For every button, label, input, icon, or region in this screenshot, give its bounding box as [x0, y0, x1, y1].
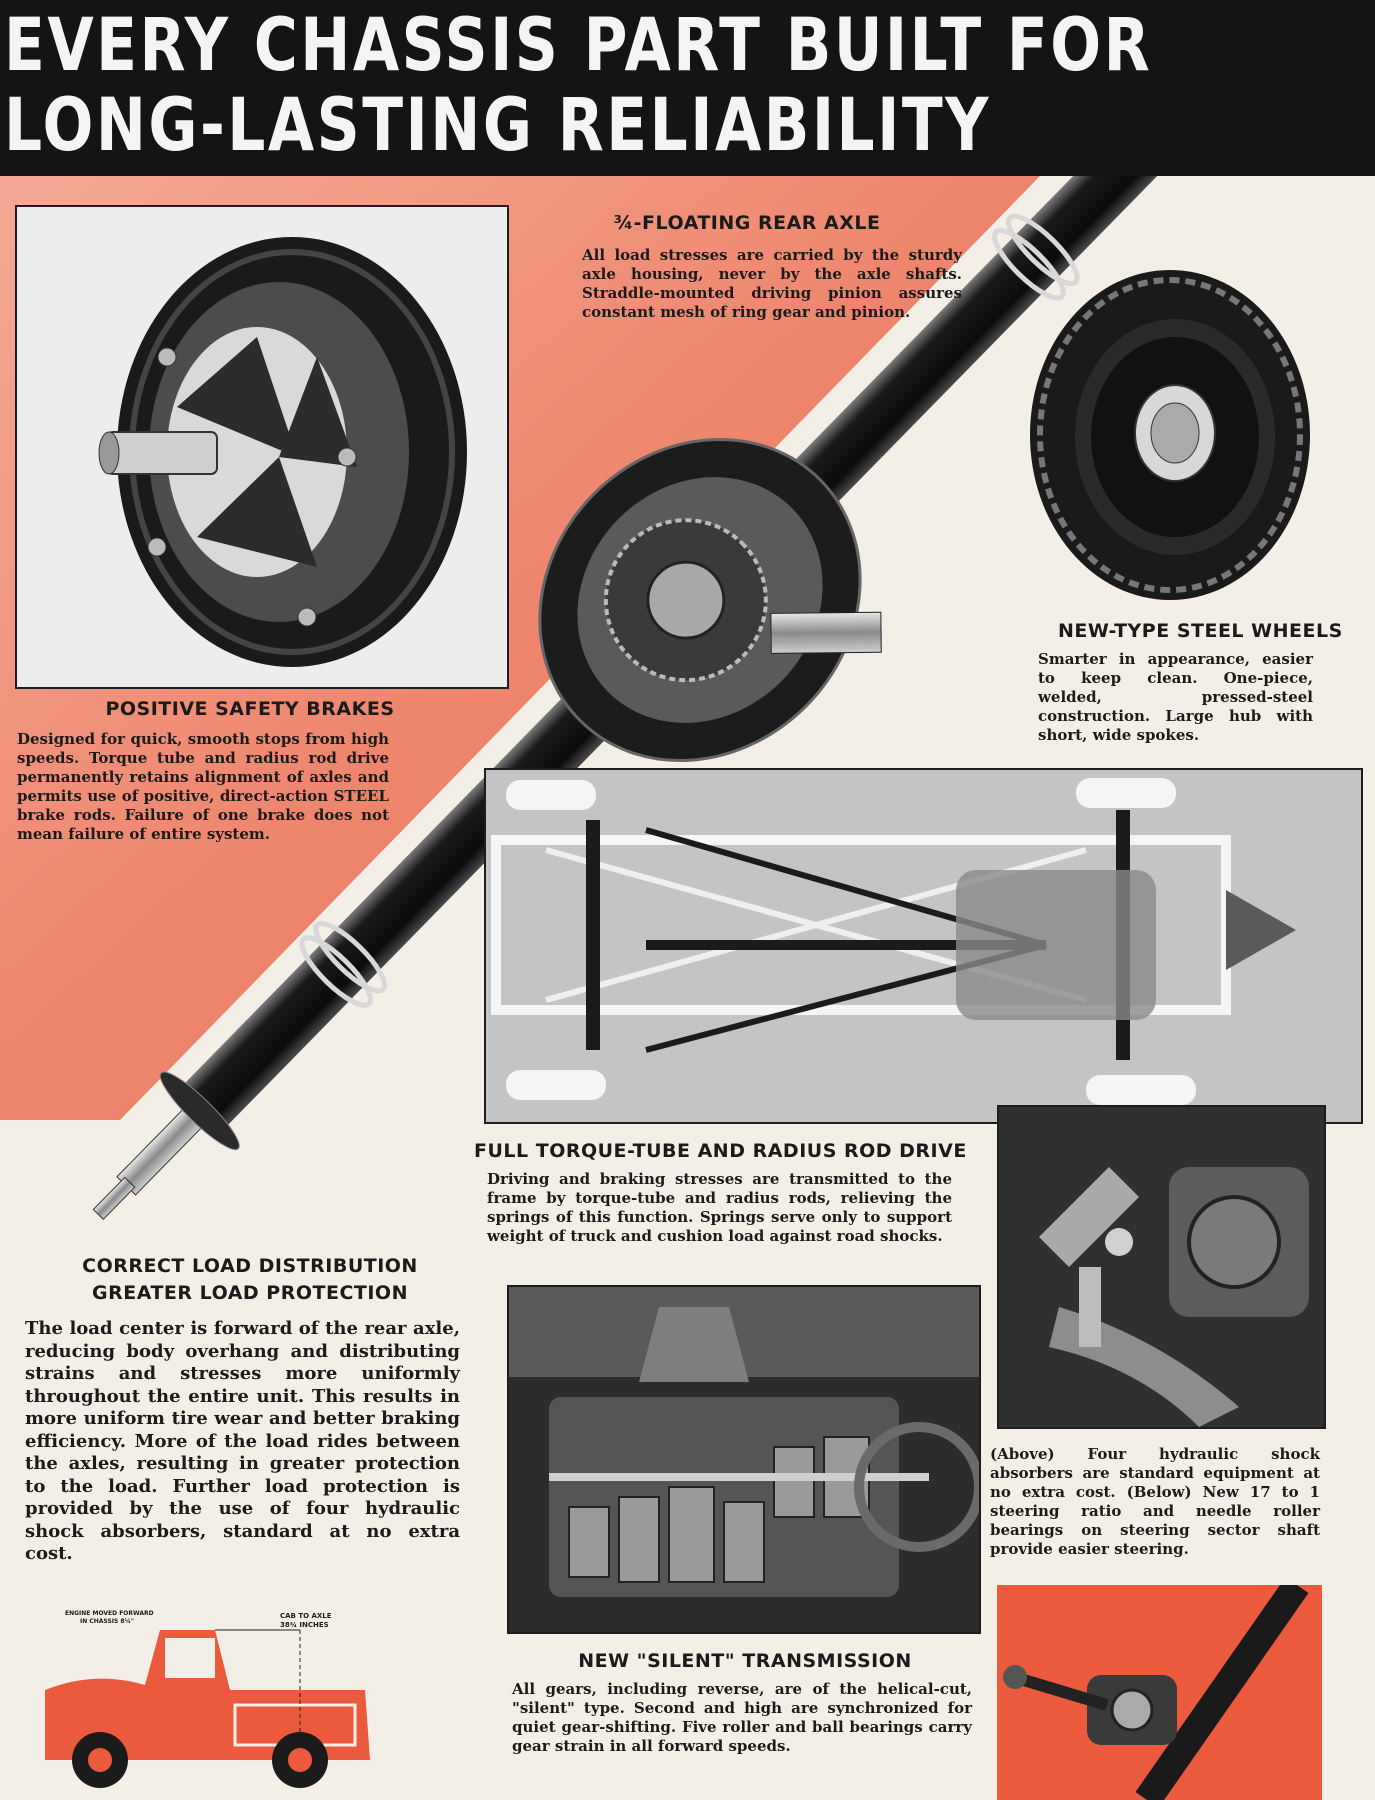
- brake-drum-photo: [15, 205, 509, 689]
- rear-axle-illustration: [92, 0, 1290, 1221]
- engine-label-2: IN CHASSIS 8¼": [80, 1618, 134, 1625]
- torque-tube-body: Driving and braking stresses are transmi…: [487, 1170, 952, 1245]
- page-title-line-2: LONG-LASTING RELIABILITY: [4, 83, 991, 168]
- transmission-heading: NEW "SILENT" TRANSMISSION: [578, 1650, 912, 1672]
- cab-axle-label-2: 38¾ INCHES: [280, 1621, 329, 1629]
- load-heading-line-1: CORRECT LOAD DISTRIBUTION: [82, 1255, 418, 1277]
- truck-load-diagram: ENGINE MOVED FORWARD IN CHASSIS 8¼" CAB …: [35, 1610, 395, 1790]
- rear-axle-body: All load stresses are carried by the stu…: [582, 246, 962, 321]
- load-body: The load center is forward of the rear a…: [25, 1318, 460, 1564]
- rear-axle-heading: ¾-FLOATING REAR AXLE: [613, 212, 881, 234]
- steering-gear-photo: [997, 1585, 1322, 1800]
- shock-absorber-photo: [997, 1105, 1326, 1429]
- torque-tube-heading: FULL TORQUE-TUBE AND RADIUS ROD DRIVE: [474, 1140, 967, 1162]
- page-title-line-1: EVERY CHASSIS PART BUILT FOR: [4, 3, 1153, 88]
- shocks-caption: (Above) Four hydraulic shock absorbers a…: [990, 1445, 1320, 1558]
- header-band: EVERY CHASSIS PART BUILT FOR LONG-LASTIN…: [0, 0, 1375, 176]
- transmission-photo: [507, 1285, 981, 1634]
- transmission-body: All gears, including reverse, are of the…: [512, 1680, 972, 1755]
- wheels-body: Smarter in appearance, easier to keep cl…: [1038, 650, 1313, 744]
- brakes-heading: POSITIVE SAFETY BRAKES: [105, 698, 395, 720]
- engine-label-1: ENGINE MOVED FORWARD: [65, 1610, 154, 1617]
- steel-wheel-illustration: [1030, 270, 1310, 600]
- wheels-heading: NEW-TYPE STEEL WHEELS: [1058, 620, 1343, 642]
- brakes-body: Designed for quick, smooth stops from hi…: [17, 730, 389, 843]
- chassis-photo: [484, 768, 1363, 1124]
- cab-axle-label-1: CAB TO AXLE: [280, 1612, 332, 1620]
- load-heading-line-2: GREATER LOAD PROTECTION: [92, 1282, 408, 1304]
